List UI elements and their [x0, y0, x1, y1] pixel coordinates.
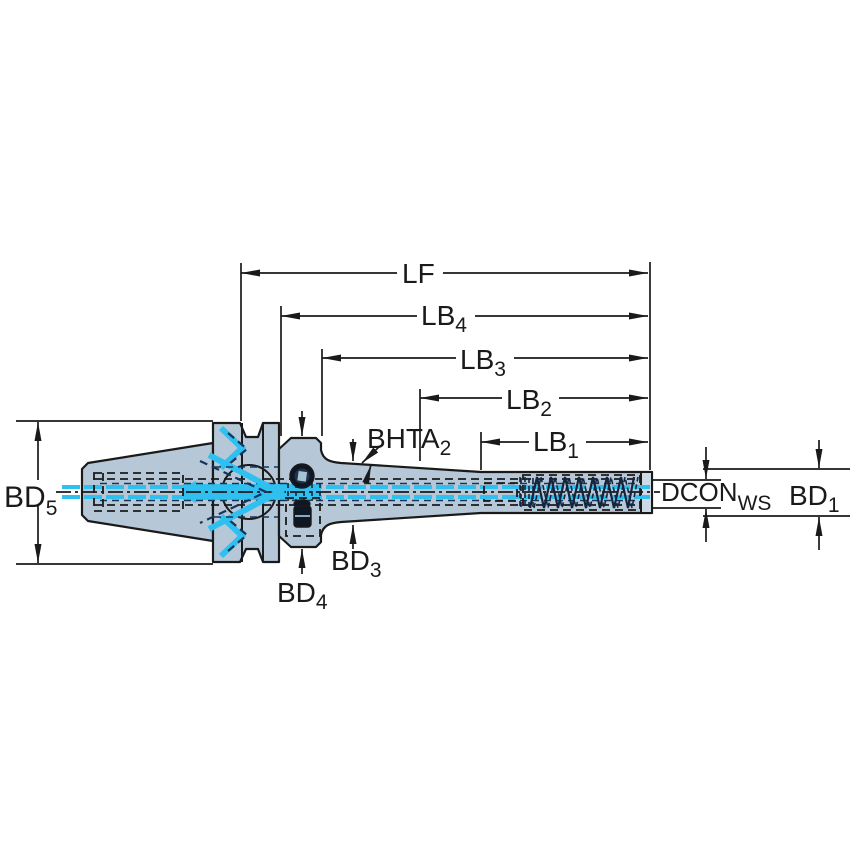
leader-arrow	[361, 445, 381, 464]
thread-zone-outline	[522, 474, 641, 511]
dim-lb3: LB3	[321, 344, 648, 436]
coolant-tube-outline	[483, 482, 518, 502]
dim-label-lf: LF	[402, 258, 435, 289]
dim-label-lb2: LB2	[506, 384, 552, 421]
dim-lb1: LB1	[480, 426, 648, 470]
dim-label-dcon-ws: DCONWS	[661, 477, 771, 515]
dim-lb2: LB2	[419, 384, 648, 461]
dim-bd4: BD4	[277, 411, 328, 614]
chevron-top	[218, 425, 247, 471]
dim-label-bd3: BD3	[331, 545, 382, 582]
chevron-top-hidden	[227, 432, 249, 466]
dim-lb4: LB4	[280, 300, 648, 436]
dim-label-bd1: BD1	[789, 480, 840, 517]
dim-bd1: BD1	[703, 440, 850, 550]
internal-thread-zigzag	[528, 476, 636, 509]
set-screw-drive	[297, 470, 308, 482]
clamp-screws	[285, 463, 321, 537]
shank-thread-bore	[93, 472, 184, 512]
chevron-bottom	[218, 513, 247, 559]
dim-label-bhta2: BHTA2	[367, 423, 451, 460]
thread-bore-outline	[93, 472, 184, 512]
leader-arrow	[362, 464, 372, 485]
chevron-bottom-hidden	[227, 518, 249, 552]
dim-label-lb3: LB3	[460, 344, 506, 381]
dim-label-lb1: LB1	[533, 426, 579, 463]
dim-bhta2: BHTA2	[361, 423, 451, 485]
dim-dcon-ws: DCONWS	[653, 447, 771, 542]
chevron-center-hidden	[199, 460, 269, 524]
dim-label-lb4: LB4	[421, 300, 467, 337]
dim-label-bd5: BD5	[4, 481, 57, 520]
screw-pocket-outline	[285, 497, 321, 537]
dim-bd3: BD3	[331, 439, 382, 582]
flange-drive-markings	[199, 425, 286, 559]
dim-lf: LF	[240, 258, 651, 470]
front-bore-internals	[483, 474, 641, 511]
dim-label-bd4: BD4	[277, 577, 328, 614]
dim-bd5: BD5	[4, 420, 213, 565]
